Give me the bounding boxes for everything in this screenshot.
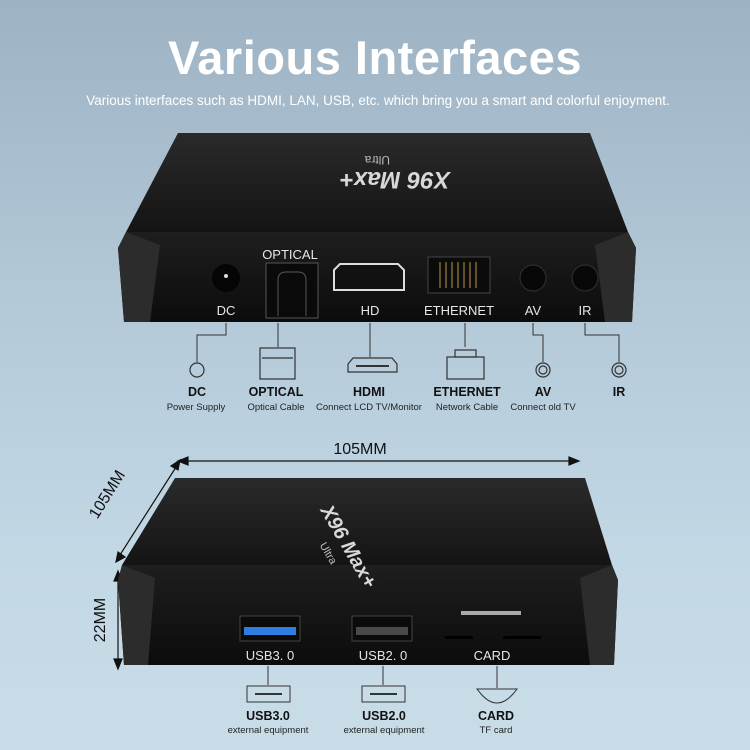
- product-logo: X96 Max+: [340, 166, 452, 193]
- tv-box-rear: X96 Max+ Ultra: [118, 133, 636, 322]
- ir-port: [571, 264, 599, 292]
- port-label-hd: HD: [360, 303, 380, 318]
- av-port: [519, 264, 547, 292]
- interface-desc-dc: Power Supply: [166, 402, 226, 413]
- hdmi-port: [333, 263, 405, 291]
- interface-desc-optical: Optical Cable: [247, 402, 305, 413]
- port-label-av: AV: [524, 303, 542, 318]
- page-title: Various Interfaces: [168, 31, 582, 84]
- height-dimension-label: 22MM: [92, 597, 109, 643]
- usb-port-icon: [246, 685, 291, 703]
- interface-desc-card: TF card: [479, 725, 513, 736]
- port-label-usb2: USB2. 0: [358, 648, 408, 663]
- ethernet-port-icon: [446, 356, 485, 380]
- interface-name-optical: OPTICAL: [248, 385, 304, 399]
- width-dimension-label: 105MM: [333, 441, 387, 458]
- port-label-optical: OPTICAL: [262, 247, 318, 262]
- depth-dimension-arrow: [117, 463, 179, 559]
- tv-box-side: X96 Max+ Ultra: [118, 478, 618, 665]
- interface-name-av: AV: [534, 385, 552, 399]
- ir-receiver-icon: [611, 362, 627, 378]
- interface-name-usb2: USB2.0: [362, 709, 406, 723]
- optical-port-icon: [259, 347, 296, 380]
- interface-name-usb3: USB3.0: [246, 709, 290, 723]
- hdmi-port-icon: [347, 357, 398, 373]
- port-label-usb3: USB3. 0: [245, 648, 295, 663]
- port-label-dc: DC: [216, 303, 236, 318]
- usb-port-icon: [361, 685, 406, 703]
- optical-port: [265, 262, 319, 319]
- interface-name-card: CARD: [477, 709, 515, 723]
- interface-desc-ethernet: Network Cable: [435, 402, 499, 413]
- page-subtitle: Various interfaces such as HDMI, LAN, US…: [86, 93, 670, 108]
- card-slot: [461, 611, 521, 615]
- interface-name-ethernet: ETHERNET: [433, 385, 501, 399]
- interface-desc-usb3: external equipment: [227, 725, 309, 736]
- interface-desc-usb2: external equipment: [343, 725, 425, 736]
- interface-name-ir: IR: [612, 385, 626, 399]
- interface-desc-hdmi: Connect LCD TV/Monitor: [316, 402, 422, 413]
- port-label-ethernet: ETHERNET: [423, 303, 495, 318]
- tf-card-icon: [475, 688, 519, 704]
- ethernet-port: [427, 256, 491, 294]
- svg-text:Ultra: Ultra: [364, 153, 390, 167]
- port-label-card: CARD: [473, 648, 511, 663]
- dc-jack-icon: [189, 362, 205, 378]
- interface-name-hdmi: HDMI: [353, 385, 385, 399]
- interface-desc-av: Connect old TV: [510, 402, 576, 413]
- port-label-ir: IR: [578, 303, 592, 318]
- av-jack-icon: [535, 362, 551, 378]
- interface-name-dc: DC: [187, 385, 207, 399]
